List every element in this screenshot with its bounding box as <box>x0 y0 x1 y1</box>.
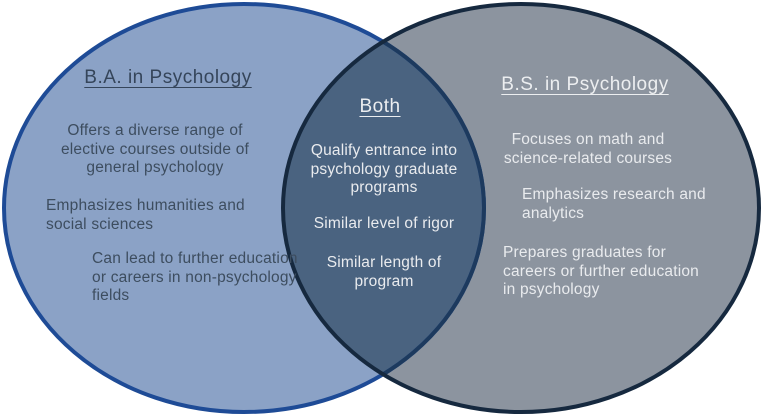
right-circle-title: B.S. in Psychology <box>501 74 669 95</box>
left-circle-item: Emphasizes humanities and social science… <box>46 197 245 233</box>
overlap-item: Qualify entrance into psychology graduat… <box>310 142 458 196</box>
overlap-title: Both <box>359 96 401 117</box>
overlap-item: Similar level of rigor <box>313 215 455 232</box>
overlap-region <box>283 4 484 412</box>
left-circle-title: B.A. in Psychology <box>84 67 252 88</box>
left-circle-item: Offers a diverse range of elective cours… <box>60 122 250 176</box>
right-circle-item: Emphasizes research and analytics <box>522 186 706 222</box>
left-circle-item: Can lead to further education or careers… <box>92 250 298 304</box>
right-circle-item: Focuses on math and science-related cour… <box>503 131 673 167</box>
overlap-item: Similar length of program <box>326 254 442 290</box>
right-circle-item: Prepares graduates for careers or furthe… <box>503 244 700 298</box>
right-circle-border <box>281 2 761 414</box>
left-circle-border-overlap <box>283 4 486 412</box>
